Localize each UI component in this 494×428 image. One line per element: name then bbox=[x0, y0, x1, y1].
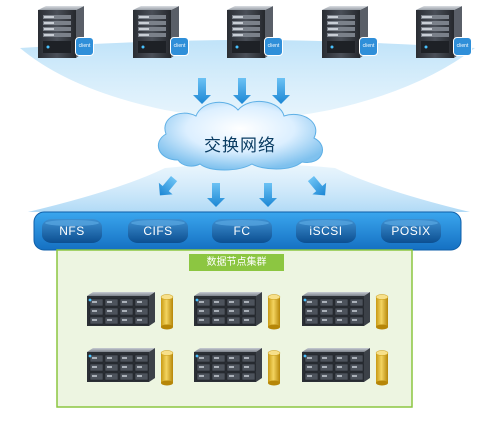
arrow-down-icon bbox=[307, 176, 327, 196]
arrow-down-icon bbox=[259, 183, 277, 207]
storage-node-5 bbox=[194, 348, 281, 386]
client-server-2-icon bbox=[133, 6, 179, 58]
rack-server-icon bbox=[87, 348, 155, 382]
top-funnel-glow bbox=[20, 40, 475, 120]
client-badge-4: client bbox=[359, 37, 378, 56]
arrow-down-icon bbox=[233, 78, 251, 104]
protocol-cifs-label: CIFS bbox=[143, 224, 173, 238]
client-server-5-icon bbox=[416, 6, 462, 58]
protocol-fc-label: FC bbox=[233, 224, 251, 238]
storage-node-2 bbox=[194, 292, 281, 330]
client-badge-1: client bbox=[75, 37, 94, 56]
protocol-pill-4 bbox=[296, 219, 356, 243]
rack-server-icon bbox=[87, 292, 155, 326]
cluster-title: 数据节点集群 bbox=[189, 254, 284, 271]
client-server-3-icon bbox=[227, 6, 273, 58]
client-badge-2: client bbox=[170, 37, 189, 56]
client-badge-5: client bbox=[453, 37, 472, 56]
arrow-down-icon bbox=[158, 176, 178, 196]
storage-node-4 bbox=[87, 348, 174, 386]
protocol-iscsi-label: iSCSI bbox=[309, 224, 343, 238]
protocol-pill-2 bbox=[128, 219, 188, 243]
protocol-pill-5 bbox=[381, 219, 441, 243]
rack-server-icon bbox=[302, 292, 370, 326]
client-server-1-icon bbox=[38, 6, 84, 58]
client-server-4-icon bbox=[322, 6, 368, 58]
data-node-cluster-area bbox=[56, 249, 413, 408]
rack-server-icon bbox=[194, 292, 262, 326]
bottom-funnel-glow bbox=[28, 164, 470, 212]
arrow-down-icon bbox=[207, 183, 225, 207]
protocol-nfs-label: NFS bbox=[59, 224, 85, 238]
protocol-posix-label: POSIX bbox=[391, 224, 431, 238]
storage-node-3 bbox=[302, 292, 389, 330]
database-cylinder-icon bbox=[375, 294, 389, 330]
rack-server-icon bbox=[194, 348, 262, 382]
database-cylinder-icon bbox=[267, 294, 281, 330]
storage-node-1 bbox=[87, 292, 174, 330]
database-cylinder-icon bbox=[267, 350, 281, 386]
arrow-down-icon bbox=[193, 78, 211, 104]
database-cylinder-icon bbox=[160, 294, 174, 330]
client-badge-3: client bbox=[264, 37, 283, 56]
rack-server-icon bbox=[302, 348, 370, 382]
protocol-pill-3 bbox=[212, 219, 272, 243]
switch-network-label: 交换网络 bbox=[204, 136, 276, 156]
protocol-pill-1 bbox=[42, 219, 102, 243]
storage-node-6 bbox=[302, 348, 389, 386]
cloud-icon bbox=[157, 100, 323, 171]
arrow-down-icon bbox=[272, 78, 290, 104]
database-cylinder-icon bbox=[375, 350, 389, 386]
database-cylinder-icon bbox=[160, 350, 174, 386]
